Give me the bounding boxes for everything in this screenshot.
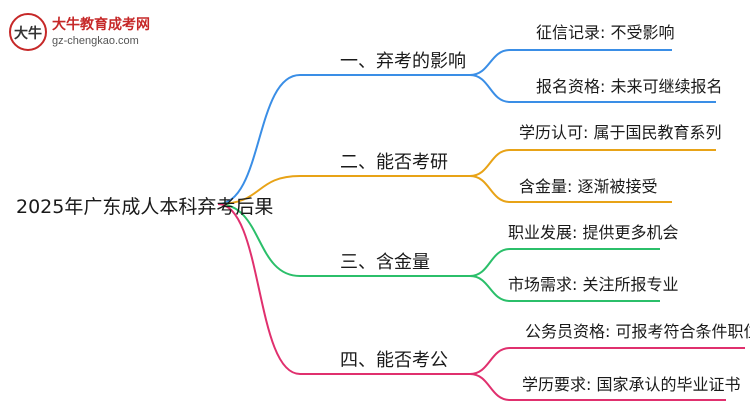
branch-topic-1: 一、弃考的影响: [340, 51, 466, 72]
branch-topic-2: 二、能否考研: [340, 152, 448, 173]
logo-mark-icon: 大牛: [9, 13, 47, 51]
logo-url: gz-chengkao.com: [52, 35, 139, 47]
leaf-connector-2-2: [469, 175, 672, 203]
branch-connector-2: [217, 175, 470, 205]
leaf-1-2: 报名资格: 未来可继续报名: [536, 77, 723, 96]
leaf-connector-4-1: [469, 347, 745, 375]
root-topic: 2025年广东成人本科弃考后果: [16, 196, 274, 218]
leaf-connector-4-2: [469, 373, 726, 401]
leaf-2-1: 学历认可: 属于国民教育系列: [519, 123, 722, 142]
leaf-connector-3-2: [469, 275, 660, 302]
leaf-connector-2-1: [469, 149, 716, 177]
branch-connector-3: [217, 203, 470, 277]
site-logo: 大牛 大牛教育成考网 gz-chengkao.com: [8, 8, 158, 56]
leaf-connector-1-2: [469, 74, 716, 103]
leaf-3-2: 市场需求: 关注所报专业: [508, 275, 679, 294]
leaf-connector-1-1: [469, 49, 672, 76]
leaf-4-2: 学历要求: 国家承认的毕业证书: [522, 375, 741, 394]
leaf-connector-3-1: [469, 248, 660, 277]
leaf-4-1: 公务员资格: 可报考符合条件职位: [525, 322, 750, 341]
logo-mark-text: 大牛: [14, 25, 42, 42]
leaf-1-1: 征信记录: 不受影响: [536, 23, 675, 42]
leaf-2-2: 含金量: 逐渐被接受: [519, 177, 658, 196]
branch-connector-4: [217, 203, 470, 375]
logo-title: 大牛教育成考网: [52, 17, 150, 33]
leaf-3-1: 职业发展: 提供更多机会: [508, 223, 679, 242]
branch-connector-1: [217, 74, 470, 205]
branch-topic-3: 三、含金量: [340, 252, 430, 273]
branch-topic-4: 四、能否考公: [340, 350, 448, 371]
